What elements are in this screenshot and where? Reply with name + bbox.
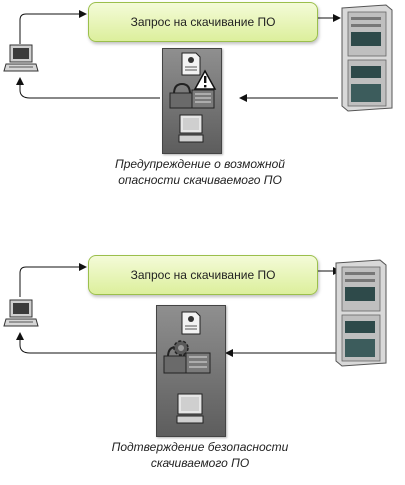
safe-caption: Подтверждение безопасности скачиваемого …: [90, 439, 310, 471]
gear-icon: [173, 340, 189, 356]
server-icon: [341, 4, 393, 112]
request-label: Запрос на скачивание ПО: [130, 15, 276, 29]
caption-line-2: опасности скачиваемого ПО: [118, 173, 282, 187]
connection-arrows: [16, 10, 341, 102]
computer-icon: [178, 114, 204, 143]
caption-line-1: Подтверждение безопасности: [111, 440, 289, 454]
caption-line-2: скачиваемого ПО: [150, 456, 250, 470]
scene-warning: Запрос на скачивание ПО Пред: [0, 0, 405, 232]
computer-icon: [176, 393, 204, 424]
warning-caption: Предупреждение о возможной опасности ска…: [90, 156, 310, 188]
laptop-icon: [3, 299, 39, 327]
request-arrow: [19, 263, 87, 297]
request-box: Запрос на скачивание ПО: [88, 2, 318, 42]
return-arrow-left: [16, 332, 156, 354]
server-icon: [335, 259, 387, 367]
padlock-icon: [169, 82, 215, 109]
certificate-icon: [181, 52, 201, 76]
warning-icon: [193, 69, 217, 90]
request-label: Запрос на скачивание ПО: [130, 268, 276, 282]
laptop-icon: [3, 44, 39, 72]
certificate-icon: [181, 311, 201, 335]
scene-safe: Запрос на скачивание ПО Подтверждение б: [0, 253, 405, 485]
return-arrow-left: [16, 77, 160, 99]
request-arrow: [19, 10, 87, 44]
request-box: Запрос на скачивание ПО: [88, 255, 318, 295]
caption-line-1: Предупреждение о возможной: [115, 157, 285, 171]
